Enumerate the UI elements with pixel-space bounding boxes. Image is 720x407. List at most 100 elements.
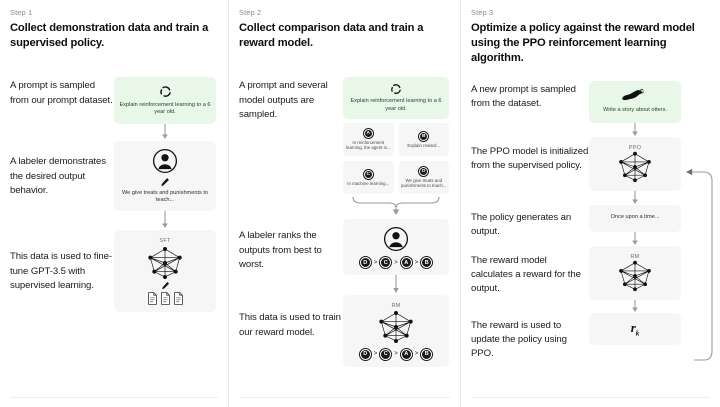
rank-separator: >	[414, 351, 419, 358]
recycle-loop-icon	[159, 85, 172, 98]
sft-tag: SFT	[159, 237, 171, 244]
output-box-b: B Explain reward...	[398, 123, 449, 157]
labeler-box-text: We give treats and punishments to teach.…	[121, 189, 209, 204]
step-3-caption-ppo: The PPO model is initialized from the su…	[471, 145, 589, 171]
step-1-caption-labeler: A labeler demonstrates the desired outpu…	[10, 156, 106, 196]
ranking-row-rm: D > C > A > B	[358, 347, 434, 361]
pencil-icon	[160, 177, 170, 187]
rm-tag: RM	[630, 253, 640, 260]
neural-network-icon	[616, 151, 654, 183]
step-1-row-sft: This data is used to fine-tune GPT-3.5 w…	[10, 230, 218, 313]
rank-separator: >	[373, 351, 378, 358]
step-3-rm-stage: RM	[589, 245, 681, 313]
step-1-row-labeler: A labeler demonstrates the desired outpu…	[10, 141, 218, 230]
pencil-icon	[161, 281, 170, 290]
step-1-labeler-stage: We give treats and punishments to teach.…	[114, 141, 216, 230]
step-3-caption-reward: The reward is used to update the policy …	[471, 319, 567, 359]
rank-separator: >	[394, 351, 398, 358]
panel-divider-3	[471, 397, 710, 398]
step-3-ppo-stage: PPO	[589, 136, 681, 205]
step-2-caption-prompt: A prompt and several model outputs are s…	[239, 80, 328, 120]
output-text-b: Explain reward...	[407, 142, 441, 148]
step-3-row-reward: The reward is used to update the policy …	[471, 312, 710, 361]
rank-badge-1: D	[358, 347, 372, 361]
output-badge-b: B	[418, 130, 430, 142]
step-2-column: Step 2 Collect comparison data and train…	[228, 0, 460, 407]
step-1-column: Step 1 Collect demonstration data and tr…	[0, 0, 228, 407]
panel-divider-1	[10, 397, 218, 398]
rank-badge-3: A	[399, 256, 413, 270]
rm-tag: RM	[391, 302, 401, 309]
neural-network-icon	[616, 260, 654, 292]
step-3-row-rm: The reward model calculates a reward for…	[471, 245, 710, 313]
step-3-rows: A new prompt is sampled from the dataset…	[471, 80, 713, 361]
arrow-down-1a	[114, 124, 216, 141]
reward-symbol-letter: r	[630, 319, 636, 335]
step-3-row-ppo: The PPO model is initialized from the su…	[471, 136, 710, 205]
labeler-box: We give treats and punishments to teach.…	[114, 141, 216, 212]
panel-divider-2	[239, 397, 450, 398]
rank-badge-1: D	[358, 256, 372, 270]
step-3-label: Step 3	[471, 8, 494, 17]
arrow-down-3d	[589, 299, 681, 313]
prompt-box-green: Write a story about otters.	[589, 80, 681, 123]
arrow-down-2a	[343, 275, 449, 295]
output-text-a: In reinforcement learning, the agent is.…	[346, 139, 391, 151]
reward-symbol-box: rk	[589, 312, 681, 345]
output-text-c: In machine learning...	[347, 180, 390, 186]
reward-symbol: rk	[631, 320, 640, 338]
reward-model-box: RM	[343, 295, 449, 368]
rank-badge-4: B	[420, 256, 434, 270]
person-avatar-icon	[383, 226, 409, 252]
output-text-d: We give treats and punishments to teach.…	[401, 177, 447, 189]
rank-separator: >	[414, 259, 419, 266]
step-3-caption-output: The policy generates an output.	[471, 211, 572, 237]
generated-output-text: Once upon a time...	[610, 214, 660, 221]
arrow-down-3c	[589, 231, 681, 246]
step-3-reward-stage: rk	[589, 312, 681, 345]
output-badge-c: C	[362, 168, 374, 180]
step-2-row-ranker: A labeler ranks the outputs from best to…	[239, 219, 450, 295]
step-3-row-output: The policy generates an output. Once upo…	[471, 204, 710, 246]
neural-network-icon	[376, 310, 416, 344]
rank-badge-2: C	[379, 347, 393, 361]
step-2-rm-stage: RM	[343, 295, 449, 368]
otter-icon	[620, 88, 650, 103]
rank-badge-2: C	[379, 256, 393, 270]
step-1-title: Collect demonstration data and train a s…	[10, 22, 209, 50]
ranking-row-labeler: D > C > A > B	[358, 256, 434, 270]
step-2-label: Step 2	[239, 8, 262, 17]
output-badge-d: D	[418, 165, 430, 177]
step-2-prompt-stage: Explain reinforcement learning to a 6 ye…	[343, 77, 449, 217]
step-2-caption-rm: This data is used to train our reward mo…	[239, 312, 341, 338]
step-2-title: Collect comparison data and train a rewa…	[239, 22, 424, 50]
step-3-title: Optimize a policy against the reward mod…	[471, 22, 695, 65]
rank-separator: >	[394, 259, 398, 266]
recycle-loop-icon	[390, 83, 402, 95]
step-2-row-prompt: A prompt and several model outputs are s…	[239, 77, 450, 217]
prompt-box-text: Explain reinforcement learning to a 6 ye…	[119, 101, 211, 116]
output-box-d: D We give treats and punishments to teac…	[398, 161, 449, 195]
step-1-rows: A prompt is sampled from our prompt data…	[10, 77, 218, 313]
sft-box: SFT	[114, 230, 216, 313]
reward-model-box: RM	[589, 245, 681, 300]
documents-icon	[147, 292, 184, 305]
step-2-row-rm: This data is used to train our reward mo…	[239, 295, 450, 368]
step-3-output-stage: Once upon a time...	[589, 204, 681, 246]
ranker-box: D > C > A > B	[343, 219, 449, 276]
arrow-down-1b	[114, 211, 216, 230]
prompt-box-green: Explain reinforcement learning to a 6 ye…	[114, 77, 216, 125]
step-1-prompt-stage: Explain reinforcement learning to a 6 ye…	[114, 77, 216, 141]
output-badge-a: A	[362, 127, 374, 139]
arrow-down-3b	[589, 190, 681, 205]
output-box-a: A In reinforcement learning, the agent i…	[343, 123, 394, 157]
neural-network-icon	[145, 246, 185, 280]
step-1-row-prompt: A prompt is sampled from our prompt data…	[10, 77, 218, 141]
person-avatar-icon	[152, 148, 178, 174]
feedback-loop-arrow-icon	[678, 159, 714, 367]
rank-separator: >	[373, 259, 378, 266]
step-3-prompt-stage: Write a story about otters.	[589, 80, 681, 137]
reward-symbol-subscript: k	[635, 329, 640, 338]
step-3-caption-prompt: A new prompt is sampled from the dataset…	[471, 83, 576, 109]
